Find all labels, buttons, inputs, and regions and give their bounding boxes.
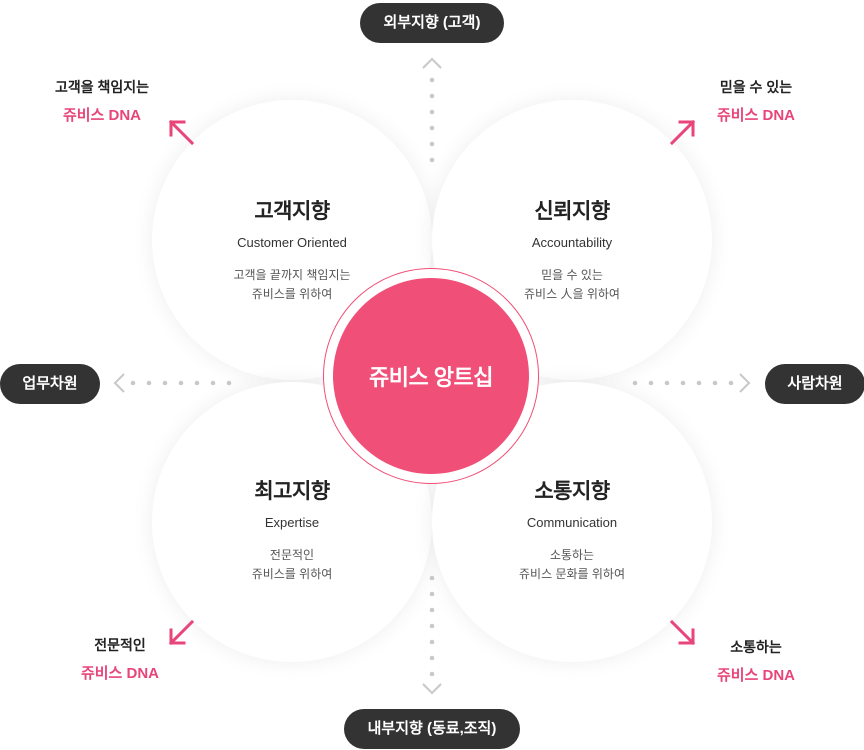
card-subtitle: Communication [526, 515, 618, 530]
dna-line2: 쥬비스 DNA [80, 665, 160, 682]
axis-label-bottom: 내부지향 (동료,조직) [344, 709, 520, 749]
card-description-line: 쥬비스를 위하여 [251, 567, 333, 581]
card-description-line: 쥬비스 문화를 위하여 [518, 567, 626, 581]
dna-line2: 쥬비스 DNA [62, 107, 142, 124]
dna-label-bottom-left: 전문적인 쥬비스 DNA [40, 635, 200, 683]
axis-label-top: 외부지향 (고객) [360, 3, 504, 43]
card-description-line: 믿을 수 있는 [541, 268, 603, 282]
card-title: 신뢰지향 [534, 200, 610, 223]
chevron-down-icon [422, 683, 442, 695]
arrow-down-left-icon [168, 619, 195, 646]
card-subtitle: Customer Oriented [237, 235, 347, 250]
card-title: 고객지향 [254, 200, 330, 223]
dna-line1: 고객을 책임지는 [54, 79, 150, 95]
dna-line1: 믿을 수 있는 [719, 79, 793, 95]
dna-line1: 전문적인 [94, 637, 146, 653]
arrow-up-left-icon [168, 119, 195, 146]
chevron-left-icon [113, 373, 125, 393]
card-description-line: 쥬비스 人을 위하여 [524, 287, 620, 301]
card-description: 고객을 끝까지 책임지는 쥬비스를 위하여 [152, 266, 432, 304]
card-title: 최고지향 [254, 480, 330, 503]
dotted-axis-left [130, 380, 232, 386]
card-content-customer-oriented: 고객지향 Customer Oriented 고객을 끝까지 책임지는 쥬비스를… [152, 195, 432, 304]
chevron-up-icon [422, 57, 442, 69]
chevron-right-icon [739, 373, 751, 393]
axis-label-left: 업무차원 [0, 364, 100, 404]
card-content-communication: 소통지향 Communication 소통하는 쥬비스 문화를 위하여 [432, 475, 712, 584]
card-description-line: 쥬비스를 위하여 [251, 287, 333, 301]
card-description: 소통하는 쥬비스 문화를 위하여 [432, 546, 712, 584]
card-content-expertise: 최고지향 Expertise 전문적인 쥬비스를 위하여 [152, 475, 432, 584]
dotted-axis-right [632, 380, 734, 386]
dna-label-top-right: 믿을 수 있는 쥬비스 DNA [676, 77, 836, 125]
dna-line1: 소통하는 [730, 639, 782, 655]
dna-line2: 쥬비스 DNA [716, 107, 796, 124]
arrow-down-right-icon [669, 619, 696, 646]
dotted-axis-top [429, 77, 435, 163]
card-description: 전문적인 쥬비스를 위하여 [152, 546, 432, 584]
axis-label-right: 사람차원 [765, 364, 864, 404]
dotted-axis-bottom [429, 575, 435, 677]
arrow-up-right-icon [669, 119, 696, 146]
card-description-line: 전문적인 [269, 548, 315, 562]
card-description-line: 고객을 끝까지 책임지는 [233, 268, 351, 282]
center-badge: 쥬비스 앙트십 [333, 278, 529, 474]
card-description-line: 소통하는 [549, 548, 595, 562]
card-subtitle: Accountability [531, 235, 613, 250]
card-content-accountability: 신뢰지향 Accountability 믿을 수 있는 쥬비스 人을 위하여 [432, 195, 712, 304]
center-label: 쥬비스 앙트십 [368, 365, 494, 390]
card-title: 소통지향 [534, 480, 610, 503]
card-description: 믿을 수 있는 쥬비스 人을 위하여 [432, 266, 712, 304]
dna-label-bottom-right: 소통하는 쥬비스 DNA [676, 637, 836, 685]
card-subtitle: Expertise [264, 515, 320, 530]
dna-label-top-left: 고객을 책임지는 쥬비스 DNA [22, 77, 182, 125]
dna-line2: 쥬비스 DNA [716, 667, 796, 684]
